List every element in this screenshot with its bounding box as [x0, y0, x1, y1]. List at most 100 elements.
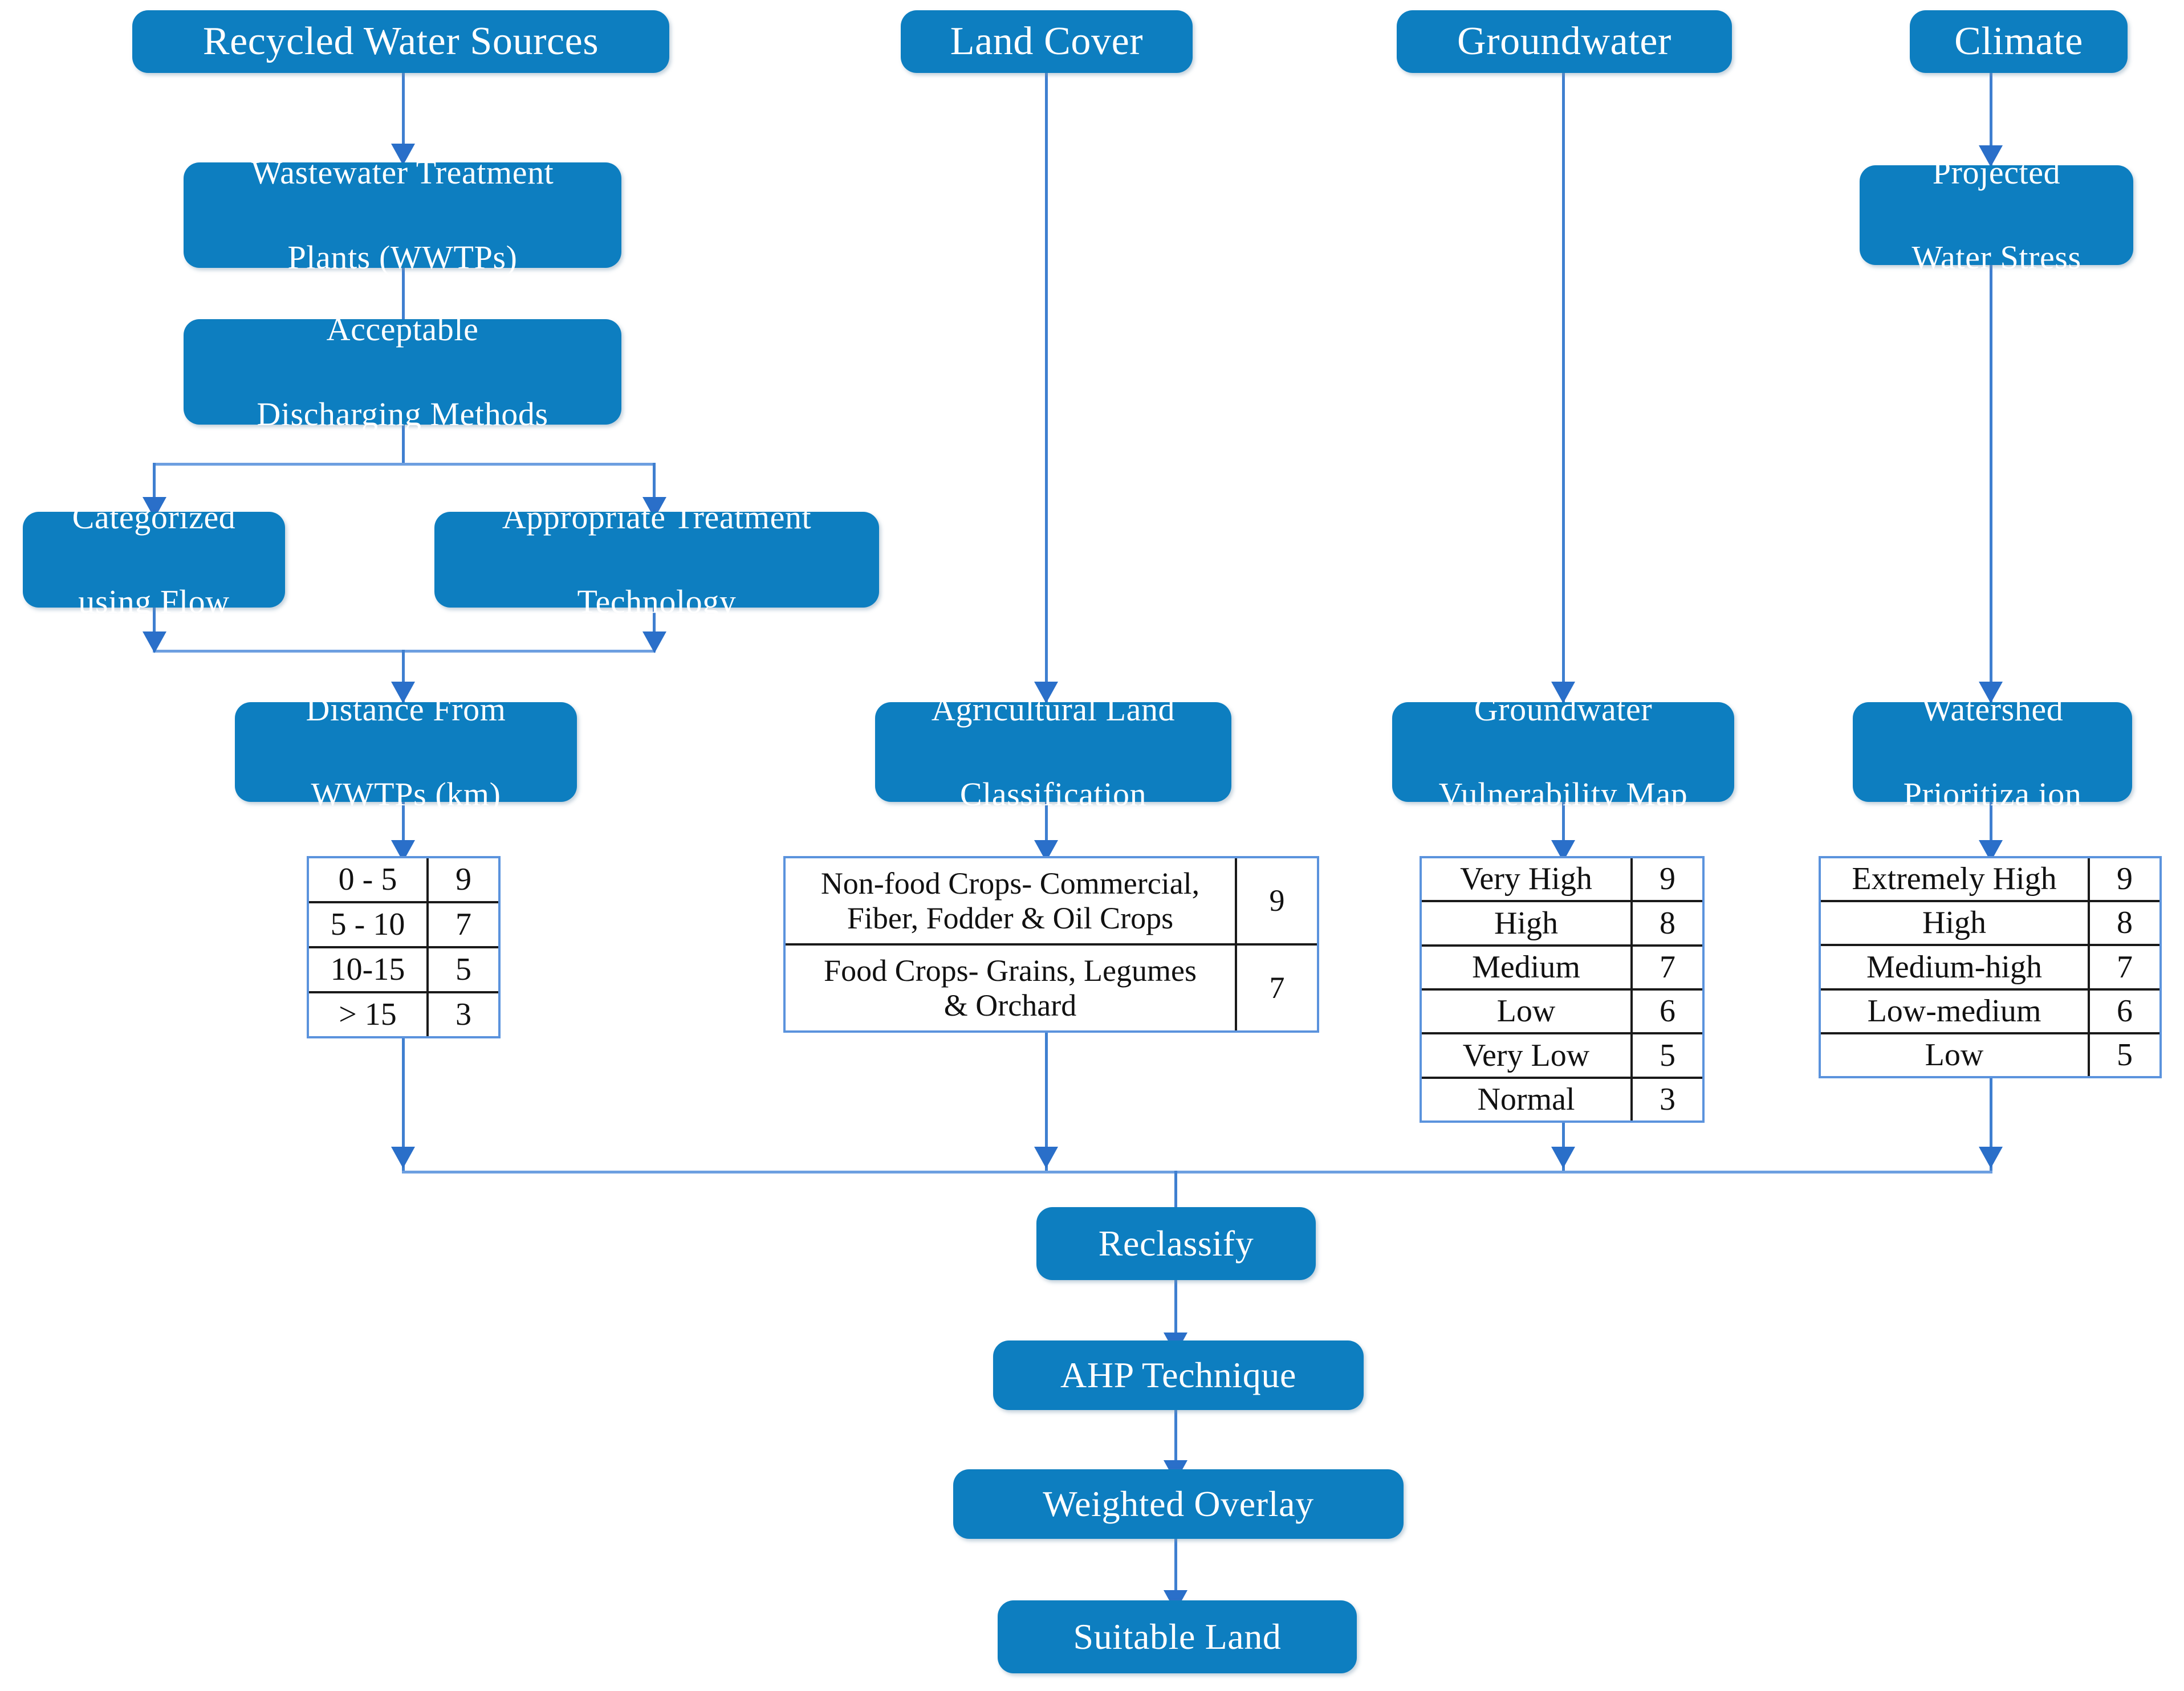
table-row: Medium-high 7	[1821, 945, 2159, 991]
node-label-line2: Prioritiza ion	[1903, 775, 2082, 813]
connector-waterstress-to-watershed	[1990, 265, 1992, 702]
node-suitable-land[interactable]: Suitable Land	[998, 1600, 1357, 1673]
node-label-line1: Appropriate Treatment	[502, 498, 812, 536]
table-row: High 8	[1821, 901, 2159, 947]
connector-landcover-to-agriclass	[1045, 73, 1048, 702]
table-cell-score: 9	[426, 858, 498, 903]
table-row: 5 - 10 7	[309, 902, 498, 948]
node-label-line1: Categorized	[72, 498, 236, 536]
connector-agritable-to-merge	[1045, 1033, 1048, 1172]
node-groundwater-vulnerability-map[interactable]: Groundwater Vulnerability Map	[1392, 691, 1734, 813]
connector-groundwater-to-vuln	[1562, 73, 1565, 702]
table-cell-label: > 15	[339, 997, 397, 1033]
table-row: Food Crops- Grains, Legumes & Orchard 7	[786, 944, 1317, 1030]
table-row: Low 5	[1821, 1033, 2159, 1076]
node-wastewater-treatment-plants[interactable]: Wastewater Treatment Plants (WWTPs)	[184, 154, 621, 276]
node-label-line2: Plants (WWTPs)	[287, 238, 518, 276]
node-label-line1: Projected	[1932, 154, 2061, 191]
table-cell-score: 9	[1235, 858, 1317, 946]
table-row: Low-medium 6	[1821, 989, 2159, 1034]
table-cell-label-line1: Non-food Crops- Commercial,	[820, 866, 1200, 901]
node-label: Weighted Overlay	[1043, 1484, 1314, 1525]
connector-discharging-down	[402, 425, 405, 464]
node-label: AHP Technique	[1060, 1355, 1296, 1396]
node-recycled-water-sources[interactable]: Recycled Water Sources	[132, 10, 669, 73]
table-distance-grid: 0 - 5 9 5 - 10 7 10-15 5 > 15 3	[309, 858, 498, 1036]
node-label: Watershed Prioritiza ion	[1861, 688, 2124, 816]
node-label-line2: Water Stress	[1911, 238, 2081, 276]
arrowhead-treatmenttech-merge	[642, 631, 666, 653]
table-row: Very High 9	[1422, 858, 1702, 903]
connector-watershed-to-table	[1990, 802, 1992, 865]
node-projected-water-stress[interactable]: Projected Water Stress	[1860, 154, 2133, 276]
node-weighted-overlay[interactable]: Weighted Overlay	[953, 1469, 1404, 1539]
table-cell-label: Normal	[1477, 1082, 1575, 1118]
connector-rws-to-wwtp	[402, 73, 405, 150]
node-label: Appropriate Treatment Technology	[442, 496, 871, 624]
table-cell-label: Medium-high	[1821, 945, 2089, 991]
node-appropriate-treatment-technology[interactable]: Appropriate Treatment Technology	[434, 499, 879, 620]
node-label-line1: Wastewater Treatment	[251, 154, 554, 191]
node-label: Agricultural Land Classification	[883, 688, 1223, 816]
table-row: Medium 7	[1422, 945, 1702, 991]
table-agricultural-scores: Non-food Crops- Commercial, Fiber, Fodde…	[783, 856, 1319, 1033]
node-land-cover[interactable]: Land Cover	[901, 10, 1193, 73]
node-groundwater[interactable]: Groundwater	[1397, 10, 1732, 73]
arrowhead-distancetable-merge	[391, 1147, 415, 1168]
node-label: Categorized using Flow	[31, 496, 277, 624]
node-label: Projected Water Stress	[1868, 152, 2125, 279]
node-label-line2: Classification	[959, 775, 1147, 813]
node-label: Land Cover	[950, 19, 1144, 64]
connector-distancetable-to-merge	[402, 1038, 405, 1172]
arrowhead-watershedtable-merge	[1979, 1147, 2003, 1168]
table-cell-label: Low	[1422, 989, 1632, 1035]
node-categorized-using-flow[interactable]: Categorized using Flow	[23, 499, 285, 620]
node-reclassify[interactable]: Reclassify	[1036, 1207, 1316, 1280]
connector-overlay-to-suitable	[1174, 1539, 1177, 1607]
node-label-line2: WWTPs (km)	[311, 775, 501, 813]
table-row: 0 - 5 9	[309, 858, 498, 903]
node-label: Groundwater Vulnerability Map	[1400, 688, 1726, 816]
node-agricultural-land-classification[interactable]: Agricultural Land Classification	[875, 691, 1231, 813]
node-distance-from-wwtps[interactable]: Distance From WWTPs (km)	[235, 691, 577, 813]
arrowhead-merge-to-distance	[391, 682, 415, 703]
node-label: Distance From WWTPs (km)	[243, 688, 569, 816]
connector-ahp-to-overlay	[1174, 1410, 1177, 1477]
connector-merge-to-distance	[402, 650, 405, 702]
connector-distance-to-table	[402, 802, 405, 865]
table-cell-score: 5	[426, 947, 498, 994]
node-label-line1: Distance From	[306, 691, 506, 728]
node-climate[interactable]: Climate	[1910, 10, 2128, 73]
connector-reclassify-to-ahp	[1174, 1280, 1177, 1348]
table-cell-score: 7	[426, 902, 498, 948]
connector-wwtp-to-discharging	[402, 268, 405, 328]
table-row: 10-15 5	[309, 947, 498, 994]
table-cell-label: High	[1821, 901, 2089, 947]
node-acceptable-discharging-methods[interactable]: Acceptable Discharging Methods	[184, 311, 621, 433]
node-label-line2: Technology	[577, 583, 737, 621]
table-row: > 15 3	[309, 992, 498, 1036]
table-cell-score: 9	[1630, 858, 1702, 903]
table-agricultural-grid: Non-food Crops- Commercial, Fiber, Fodde…	[786, 858, 1317, 1030]
table-cell-label: High	[1422, 901, 1632, 947]
node-label: Climate	[1954, 19, 2083, 64]
node-label-line2: Discharging Methods	[257, 395, 548, 433]
table-cell-score: 6	[2088, 989, 2159, 1034]
table-cell-score: 7	[1235, 944, 1317, 1030]
arrowhead-rws-to-wwtp	[391, 144, 415, 165]
connector-climate-to-waterstress	[1990, 73, 1992, 167]
table-cell-label: Very Low	[1422, 1033, 1632, 1079]
node-ahp-technique[interactable]: AHP Technique	[993, 1340, 1364, 1410]
table-row: Non-food Crops- Commercial, Fiber, Fodde…	[786, 858, 1317, 946]
table-row: High 8	[1422, 901, 1702, 947]
table-cell-label-line2: & Orchard	[943, 988, 1077, 1022]
table-cell-label: Low-medium	[1821, 989, 2089, 1034]
table-cell-label-line2: Fiber, Fodder & Oil Crops	[847, 900, 1174, 935]
table-cell-score: 3	[426, 992, 498, 1036]
connector-split-left	[153, 463, 156, 504]
table-cell-score: 8	[1630, 901, 1702, 947]
table-cell-label: 0 - 5	[309, 858, 428, 903]
node-watershed-prioritization[interactable]: Watershed Prioritiza ion	[1853, 691, 2132, 813]
table-cell-score: 7	[2088, 945, 2159, 991]
